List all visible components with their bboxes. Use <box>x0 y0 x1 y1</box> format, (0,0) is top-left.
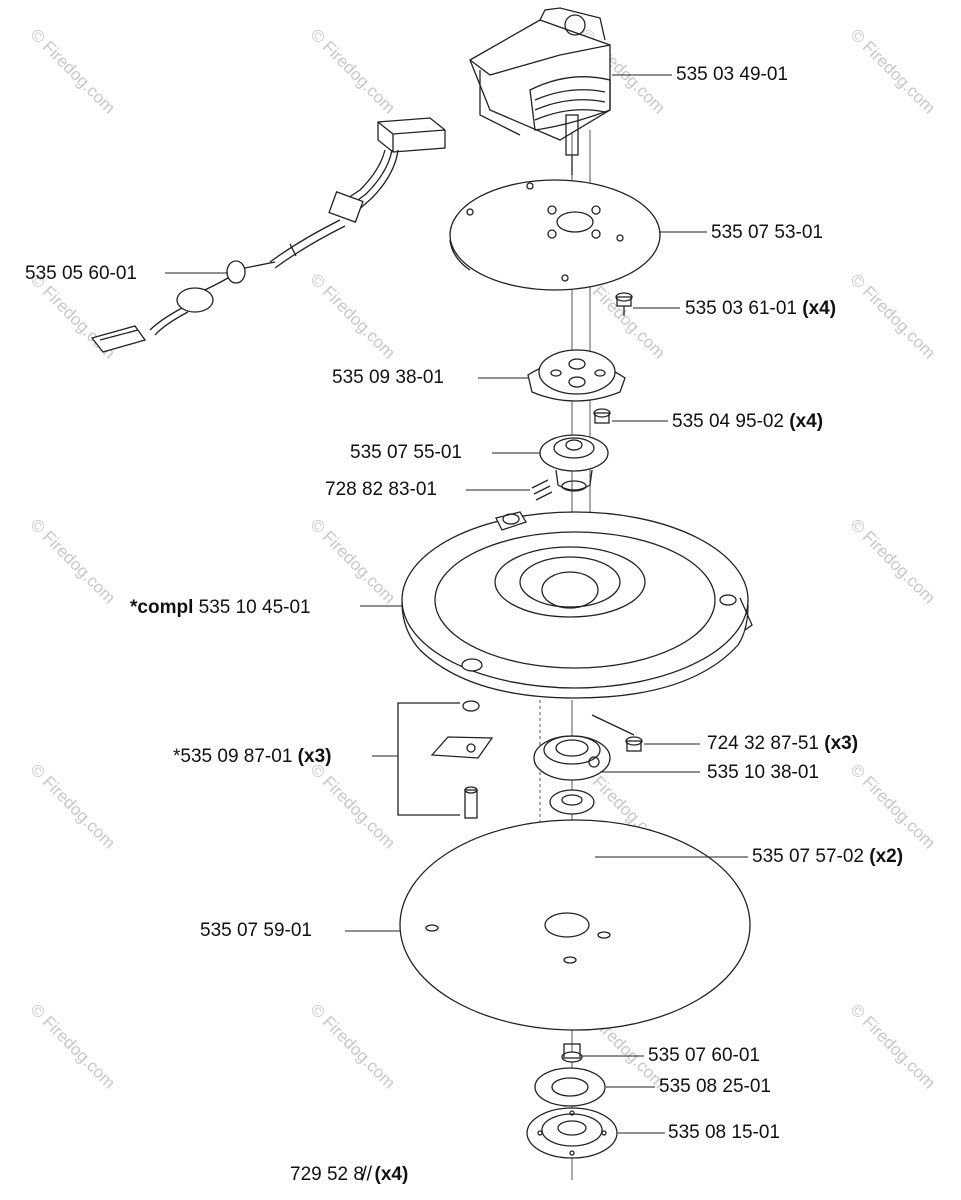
part-number: 535 03 49-01 <box>676 64 788 85</box>
blade-assembly-part <box>397 700 494 819</box>
part-label-blade-disc: *compl 535 10 45-01 <box>130 597 311 619</box>
hub-cap-part <box>527 349 626 402</box>
part-label-blade: *535 09 87-01 (x3) <box>173 746 331 768</box>
disc-screw-part <box>591 714 643 752</box>
part-label-motor-plate: 535 07 53-01 <box>711 222 823 244</box>
part-number: 724 32 87-51 <box>707 733 819 754</box>
part-label-set-screw: 728 82 83-01 <box>325 479 437 501</box>
center-bolt-part <box>561 1043 583 1063</box>
part-number: *535 09 87-01 <box>173 746 293 767</box>
part-number: 535 07 59-01 <box>200 920 312 941</box>
bearing-housing-part <box>533 735 611 781</box>
part-label-motor: 535 03 49-01 <box>676 64 788 86</box>
part-label-bearing-housing: 535 10 38-01 <box>707 762 819 784</box>
part-label-disc-screw: 724 32 87-51 (x3) <box>707 733 858 755</box>
part-number: 535 04 95-02 <box>672 411 784 432</box>
part-number: 535 08 25-01 <box>659 1076 771 1097</box>
set-screw-part <box>531 479 553 501</box>
cable-harness-part <box>90 117 446 353</box>
bottom-cap-part <box>526 1107 618 1159</box>
plate-screw-part <box>615 292 633 316</box>
hub-part <box>539 434 609 492</box>
motor-part <box>469 7 611 175</box>
part-quantity: (x3) <box>824 733 859 754</box>
part-label-skid-plate: 535 07 59-01 <box>200 920 312 942</box>
part-number: 535 10 38-01 <box>707 762 819 783</box>
part-number: 535 07 60-01 <box>648 1045 760 1066</box>
part-number: 535 05 60-01 <box>25 263 137 284</box>
part-label-hub-cap: 535 09 38-01 <box>332 367 444 389</box>
part-number: 535 07 53-01 <box>711 222 823 243</box>
part-number: 535 07 57-02 <box>752 846 864 867</box>
part-label-center-bolt: 535 07 60-01 <box>648 1045 760 1067</box>
part-label-hub: 535 07 55-01 <box>350 442 462 464</box>
part-number: 535 08 15-01 <box>668 1122 780 1143</box>
part-label-bearing: 535 07 57-02 (x2) <box>752 846 903 868</box>
part-number: 535 03 61-01 <box>685 298 797 319</box>
part-quantity: (x3) <box>297 746 332 767</box>
part-label-cap-screw: 729 52 8̸̸ ̸̸ (x4) <box>290 1164 408 1186</box>
leader-lines <box>165 74 748 1134</box>
part-number: 729 52 8̸̸ ̸̸ <box>290 1164 370 1185</box>
part-quantity: (x2) <box>869 846 904 867</box>
part-quantity: (x4) <box>374 1164 409 1185</box>
part-quantity: (x4) <box>802 298 837 319</box>
part-label-plate-screw: 535 03 61-01 (x4) <box>685 298 836 320</box>
motor-plate-part <box>449 179 661 291</box>
part-number: 535 07 55-01 <box>350 442 462 463</box>
part-quantity: (x4) <box>789 411 824 432</box>
part-label-bottom-cap: 535 08 15-01 <box>668 1122 780 1144</box>
part-number: 535 09 38-01 <box>332 367 444 388</box>
part-number: 728 82 83-01 <box>325 479 437 500</box>
washer-part <box>534 1067 606 1107</box>
part-number: 535 10 45-01 <box>198 597 311 618</box>
part-prefix: *compl <box>130 597 194 618</box>
skid-plate-part <box>399 819 751 1031</box>
hub-screw-part <box>593 408 611 424</box>
part-label-washer: 535 08 25-01 <box>659 1076 771 1098</box>
part-label-hub-screw: 535 04 95-02 (x4) <box>672 411 823 433</box>
blade-disc-part <box>401 511 753 699</box>
part-label-cable-harness: 535 05 60-01 <box>25 263 137 285</box>
